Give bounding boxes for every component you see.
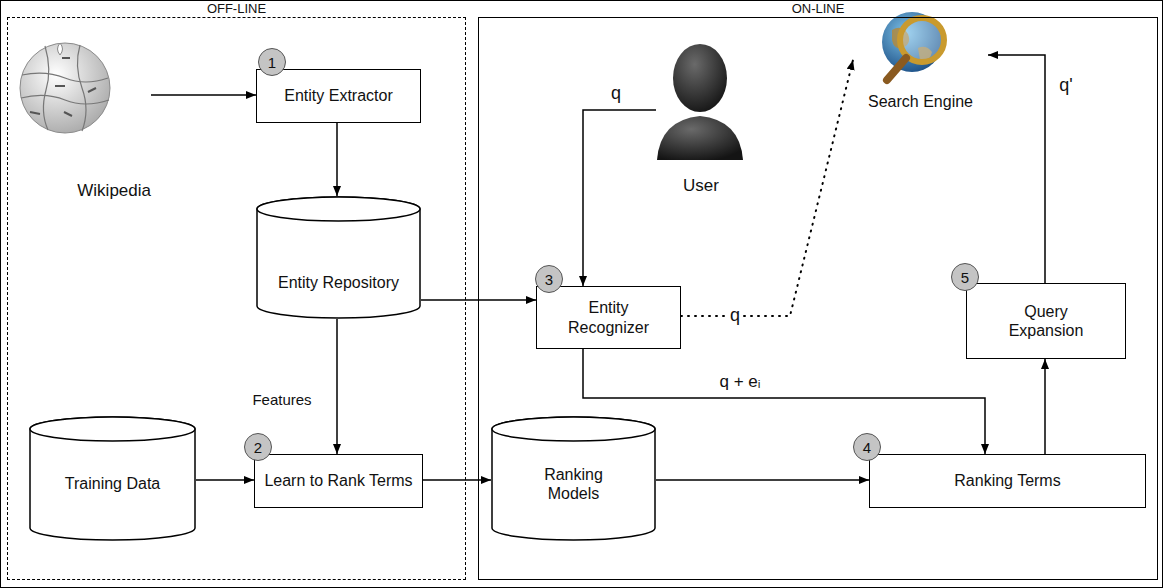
- edge-label: q': [1056, 75, 1075, 97]
- callout-number: 2: [244, 433, 272, 461]
- arrow-connector: [336, 319, 338, 454]
- region-title: OFF-LINE: [203, 1, 270, 16]
- edge-label: Features: [249, 391, 314, 409]
- callout-number: 5: [951, 263, 979, 291]
- cylinder-top: [30, 417, 195, 441]
- arrow-connector: [151, 94, 256, 96]
- icon-caption: User: [683, 176, 719, 196]
- box-label: Learn to Rank Terms: [264, 471, 412, 490]
- arrow-connector: [423, 479, 491, 481]
- cylinder-outline: [256, 196, 421, 319]
- database-label: Ranking Models: [519, 465, 629, 503]
- icon-caption: Wikipedia: [77, 181, 151, 201]
- process-box: Query Expansion: [966, 283, 1126, 359]
- online-region: ON-LINEUserSearch EngineEntity Recognize…: [478, 17, 1158, 580]
- cylinder-top: [257, 197, 420, 221]
- box-label: Entity Extractor: [284, 86, 392, 105]
- database-cylinder: Training Data: [29, 416, 196, 541]
- wikipedia-globe: [20, 43, 110, 133]
- database-cylinder: Entity Repository: [256, 196, 421, 319]
- database-label: Training Data: [65, 474, 160, 493]
- database-cylinder: Ranking Models: [491, 416, 656, 541]
- icon-caption: Search Engine: [868, 92, 973, 111]
- wikipedia-source: Wikipedia: [21, 19, 151, 201]
- region-title-row: OFF-LINE: [8, 1, 465, 16]
- arrow-connector: [583, 110, 656, 286]
- callout-number: 1: [258, 48, 286, 76]
- offline-region: OFF-LINEWikipediaEntity ExtractorEntity …: [7, 17, 466, 580]
- box-label: Entity Recognizer: [554, 298, 664, 336]
- process-box: Learn to Rank Terms: [254, 454, 423, 508]
- database-label: Entity Repository: [278, 273, 399, 292]
- search-engine-icon: [882, 12, 944, 80]
- cylinder-body: [492, 417, 655, 540]
- process-box: Ranking Terms: [869, 454, 1146, 508]
- callout-number: 3: [535, 265, 563, 293]
- arrow-connector: [656, 479, 869, 481]
- arrow-connector: [336, 123, 338, 196]
- region-title: ON-LINE: [788, 1, 849, 16]
- edge-label: q + eᵢ: [717, 372, 764, 392]
- user-silhouette: [657, 44, 743, 160]
- callout-number: 4: [853, 433, 881, 461]
- edge-label: q: [727, 305, 743, 327]
- region-title-row: ON-LINE: [479, 1, 1157, 16]
- arrow-connector: [1044, 359, 1046, 454]
- process-box: Entity Extractor: [256, 69, 421, 123]
- search-engine: Search Engine: [853, 6, 988, 111]
- cylinder-top: [492, 417, 655, 441]
- dotted-connector: [681, 60, 853, 316]
- cylinder-body: [257, 197, 420, 318]
- box-label: Query Expansion: [996, 302, 1096, 340]
- arrow-connector: [196, 479, 254, 481]
- cylinder-body: [30, 417, 195, 540]
- process-box: Entity Recognizer: [536, 286, 681, 349]
- arrow-connector: [988, 55, 1045, 283]
- user-actor: User: [656, 31, 746, 196]
- edge-label: q: [608, 83, 624, 105]
- box-label: Ranking Terms: [954, 471, 1060, 490]
